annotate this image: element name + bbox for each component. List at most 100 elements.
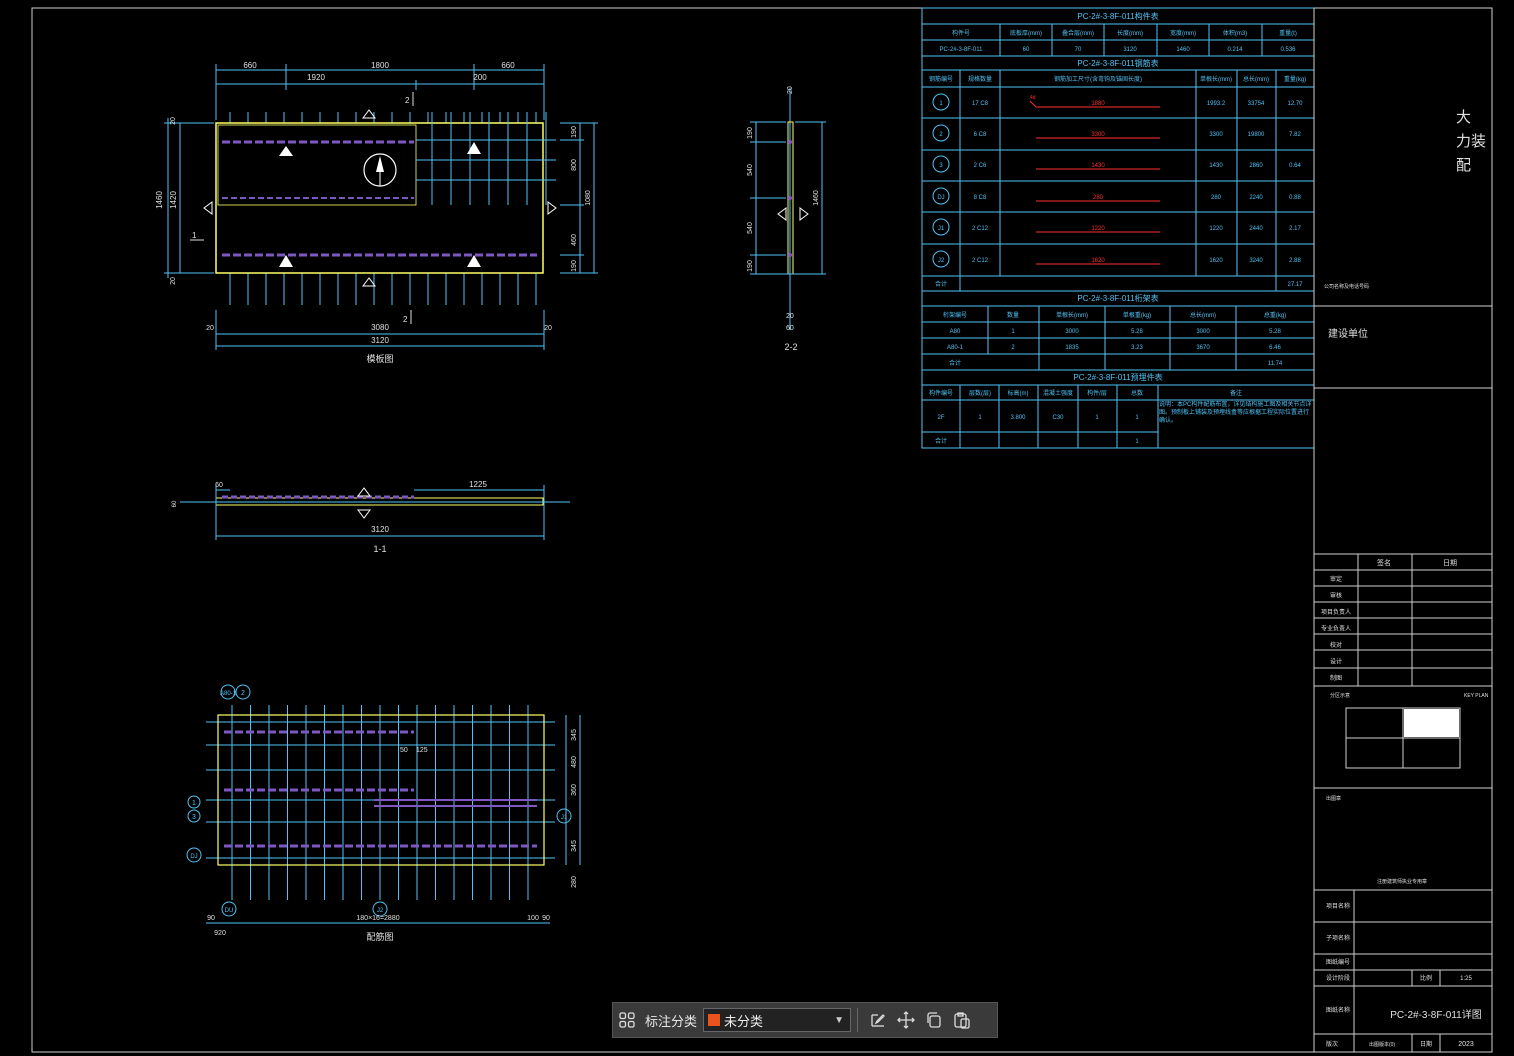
drawing-no-label: 图纸编号 — [1326, 958, 1350, 966]
table-main-c1: 60 — [1023, 47, 1030, 53]
table-main-h4: 宽度(mm) — [1170, 29, 1196, 37]
paste-icon[interactable] — [948, 1006, 976, 1034]
plan-top-dim-2: 1800 — [371, 61, 389, 70]
rebar-row-len: 1620 — [1209, 258, 1223, 264]
edit-annotation-icon[interactable] — [864, 1006, 892, 1034]
plan-view: 660 1800 660 1920 200 2 — [155, 61, 598, 364]
sign-row-label: 校对 — [1330, 641, 1342, 649]
sign-header-date: 日期 — [1443, 559, 1457, 567]
table-embed-r0c3: 5.28 — [1131, 329, 1143, 335]
rebar-row-hook: 4d — [1030, 95, 1036, 101]
rebar-row-len: 1993.2 — [1207, 101, 1226, 107]
rebar-id-circle — [932, 155, 950, 173]
rebar-row-shape: 1430 — [1091, 163, 1105, 169]
rebar-row-total: 2860 — [1249, 163, 1263, 169]
sign-row-label: 制图 — [1330, 674, 1342, 682]
sign-row-label: 专业负责人 — [1321, 625, 1351, 633]
plan-right-dim-2: 800 — [571, 159, 578, 171]
plan-right-dim-1: 190 — [571, 126, 578, 138]
plan-left-dim-1: 1420 — [169, 191, 178, 209]
table-main-h3: 长度(mm) — [1117, 29, 1143, 37]
stamp-label: 出图章 — [1326, 795, 1341, 802]
stamp-sub: 注册建筑师执业专用章 — [1377, 878, 1427, 885]
drawing-name-label: 图纸名称 — [1326, 1006, 1350, 1014]
rebar-tag-j2: J2 — [377, 908, 384, 914]
build-unit-label: 建设单位 — [1328, 327, 1368, 340]
table-main-h6: 重量(t) — [1279, 29, 1297, 37]
plan-marker-2-top: 2 — [405, 96, 410, 105]
rebar-row-id: J2 — [938, 258, 945, 264]
rebar-tag-2: 2 — [241, 690, 245, 697]
plan-title: 模板图 — [366, 353, 393, 364]
company-char-2: 力装 — [1456, 133, 1486, 150]
table-lift-c3: C30 — [1052, 415, 1064, 421]
sign-row-label: 审核 — [1330, 592, 1342, 600]
sec22-bottom-num-2: 60 — [786, 325, 794, 332]
copy-icon[interactable] — [920, 1006, 948, 1034]
plan-left-dim-2: 1460 — [155, 191, 164, 209]
chevron-down-icon: ▼ — [834, 1014, 845, 1026]
date-value: 2023 — [1458, 1041, 1474, 1048]
annotation-category-label: 标注分类 — [645, 1013, 698, 1029]
rebar-row-id: 1 — [939, 101, 943, 107]
rebar-tag-j1: J1 — [561, 815, 568, 821]
scale-label: 比例 — [1420, 974, 1432, 982]
rebar-plan: A80-1 2 1 3 DJ J1 DU J2 50 125 345 480 3… — [186, 684, 581, 942]
title-block — [1313, 8, 1492, 1052]
table-rebar-title: PC-2#-3-8F-011钢筋表 — [1077, 58, 1158, 68]
table-rebar-sum-label: 合计 — [935, 280, 947, 288]
sign-row-label: 审定 — [1330, 575, 1342, 583]
rebar-row-id: DJ — [937, 195, 944, 201]
table-lift-c0: 2F — [937, 415, 944, 421]
table-embed-title: PC-2#-3-8F-011桁架表 — [1077, 293, 1158, 303]
rebar-row-shape: 3300 — [1091, 132, 1105, 138]
rebar-tag-1: 1 — [192, 800, 196, 807]
rebar-id-circle — [932, 250, 950, 268]
table-embed-sum-label: 合计 — [949, 359, 961, 367]
rebar-row-weight: 12.70 — [1287, 101, 1303, 107]
apps-grid-icon[interactable] — [613, 1006, 641, 1034]
table-embed-r0c1: 1 — [1011, 329, 1015, 335]
category-dropdown[interactable]: 未分类 ▼ — [703, 1008, 852, 1032]
category-color-swatch — [708, 1014, 721, 1026]
sec22-title: 2-2 — [784, 342, 797, 352]
plan-right-dim-5: 190 — [571, 260, 578, 272]
rebar-row-total: 19800 — [1248, 132, 1265, 138]
table-rebar-h5: 重量(kg) — [1284, 75, 1306, 83]
key-plan-label: 分区示意 — [1330, 692, 1350, 699]
drawing-name: PC-2#-3-8F-011详图 — [1390, 1008, 1482, 1021]
rebar-row-weight: 7.82 — [1289, 132, 1301, 138]
sign-row-label: 项目负责人 — [1321, 608, 1351, 616]
drawing-frame — [31, 7, 1493, 1053]
plan-marker-1: 1 — [192, 231, 197, 240]
rebar-row-shape: 1880 — [1091, 101, 1105, 107]
design-phase-label: 设计阶段 — [1326, 974, 1350, 982]
rebar-row-len: 280 — [1211, 195, 1222, 201]
rebar-tag-dj: DJ — [190, 854, 197, 860]
company-char-1: 大 — [1456, 109, 1471, 126]
table-embed-r0c4: 3000 — [1196, 329, 1210, 335]
rebar-row-id: 2 — [939, 132, 943, 138]
plan-right-dim-3: 1080 — [585, 190, 592, 206]
plan-bottom-dim-1: 20 — [206, 325, 214, 332]
rebar-row-len: 1220 — [1209, 226, 1223, 232]
table-lift-h6: 备注 — [1230, 389, 1242, 397]
title-block-text: 大 力装 配 公司名称及电话号码 建设单位 签名 日期 审定审核项目负责人专业负… — [1321, 109, 1489, 1048]
key-plan-highlight — [1404, 709, 1459, 737]
plan-top-dim-3: 660 — [501, 61, 515, 70]
plan-top-dim-1: 660 — [243, 61, 257, 70]
move-icon[interactable] — [892, 1006, 920, 1034]
rebar-row-weight: 2.88 — [1289, 258, 1301, 264]
table-lift-h0: 构件编号 — [929, 389, 953, 397]
rebar-hook-line — [1029, 100, 1037, 108]
table-main-c6: 0.536 — [1280, 47, 1296, 53]
sign-header-name: 签名 — [1377, 558, 1391, 567]
table-embed-r0c2: 3000 — [1065, 329, 1079, 335]
rebar-bottom-dim-2: 100 — [527, 915, 539, 922]
toolbar-divider — [857, 1008, 859, 1032]
table-lift-h4: 构件/层 — [1087, 389, 1107, 397]
plan-right-dim-4: 460 — [571, 234, 578, 246]
table-rebar-h2: 钢筋加工尺寸(含弯钩及锚固长度) — [1054, 75, 1142, 83]
rebar-row-shape: 1620 — [1091, 258, 1105, 264]
